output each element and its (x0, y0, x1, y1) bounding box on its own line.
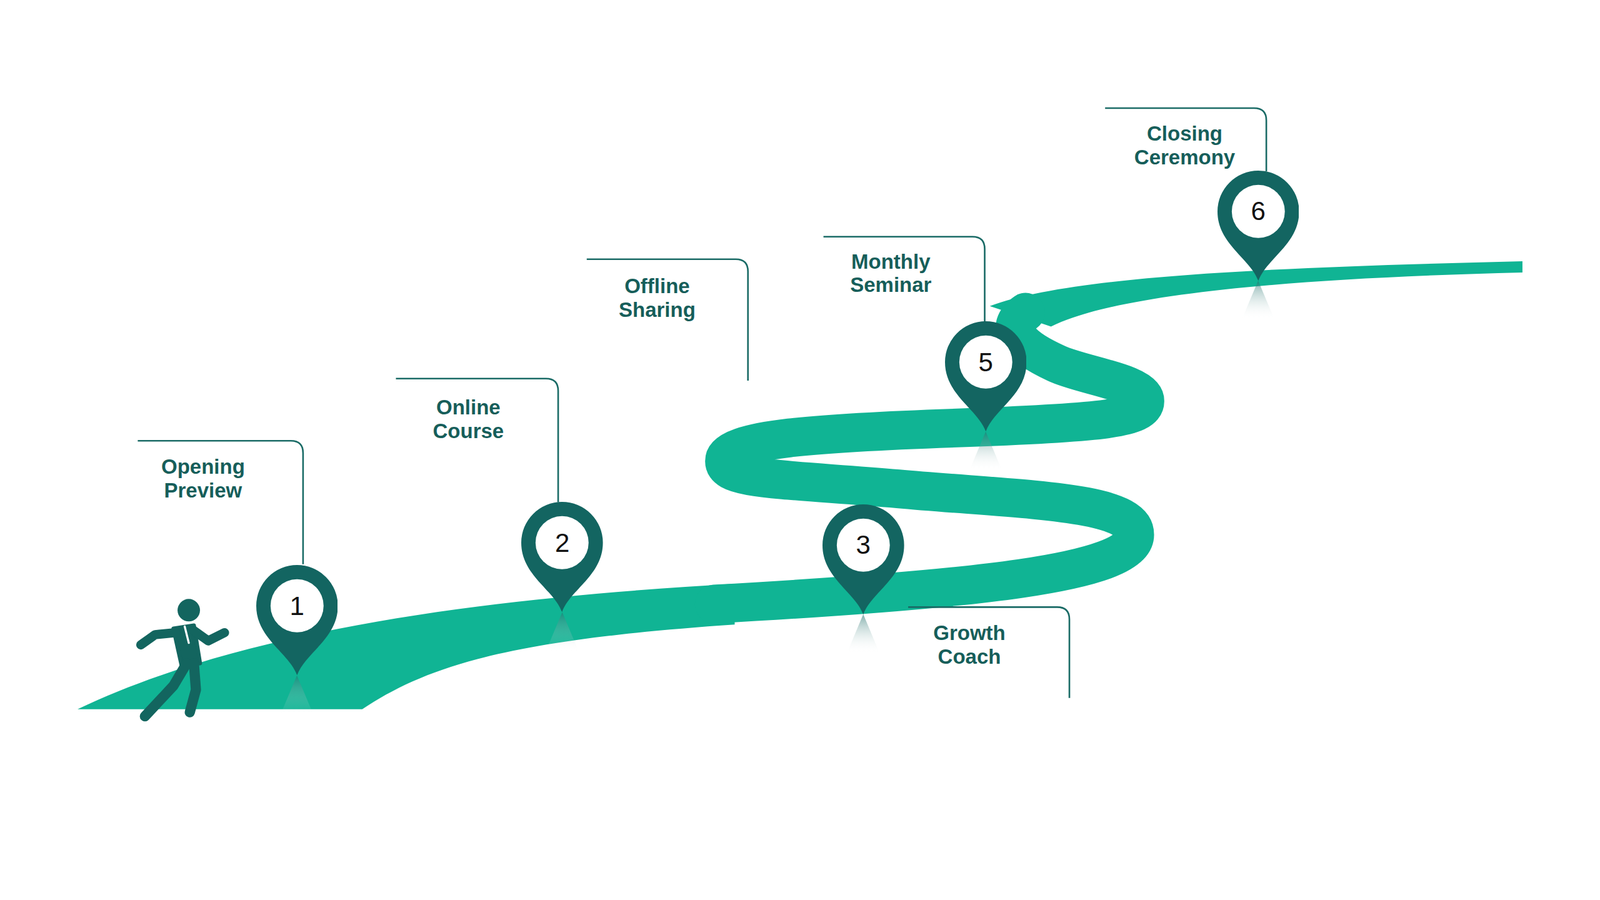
step-label: Offline Sharing (618, 274, 696, 322)
step-label: Monthly Seminar (850, 250, 932, 298)
step-label: Opening Preview (161, 455, 245, 503)
step-label: Online Course (433, 395, 505, 444)
pin-reflection (280, 280, 1275, 715)
callout-number: 6 (1217, 170, 1300, 253)
step-label: Growth Coach (933, 621, 1005, 669)
runner-figure (140, 598, 225, 717)
callout-number: 2 (521, 501, 604, 584)
winding-road (714, 312, 1145, 605)
winding-road (77, 261, 1523, 710)
map-pin: 5 (945, 321, 1027, 432)
leader-line (137, 108, 1267, 699)
map-pin: 6 (1217, 170, 1300, 281)
callout-number: 5 (945, 321, 1027, 404)
callout-number: 3 (822, 504, 905, 587)
map-pin: 2 (521, 501, 604, 612)
map-pin: 3 (822, 504, 905, 615)
callout-number: 1 (256, 565, 339, 647)
step-label: Closing Ceremony (1134, 122, 1235, 170)
map-pin: 1 (256, 565, 339, 675)
